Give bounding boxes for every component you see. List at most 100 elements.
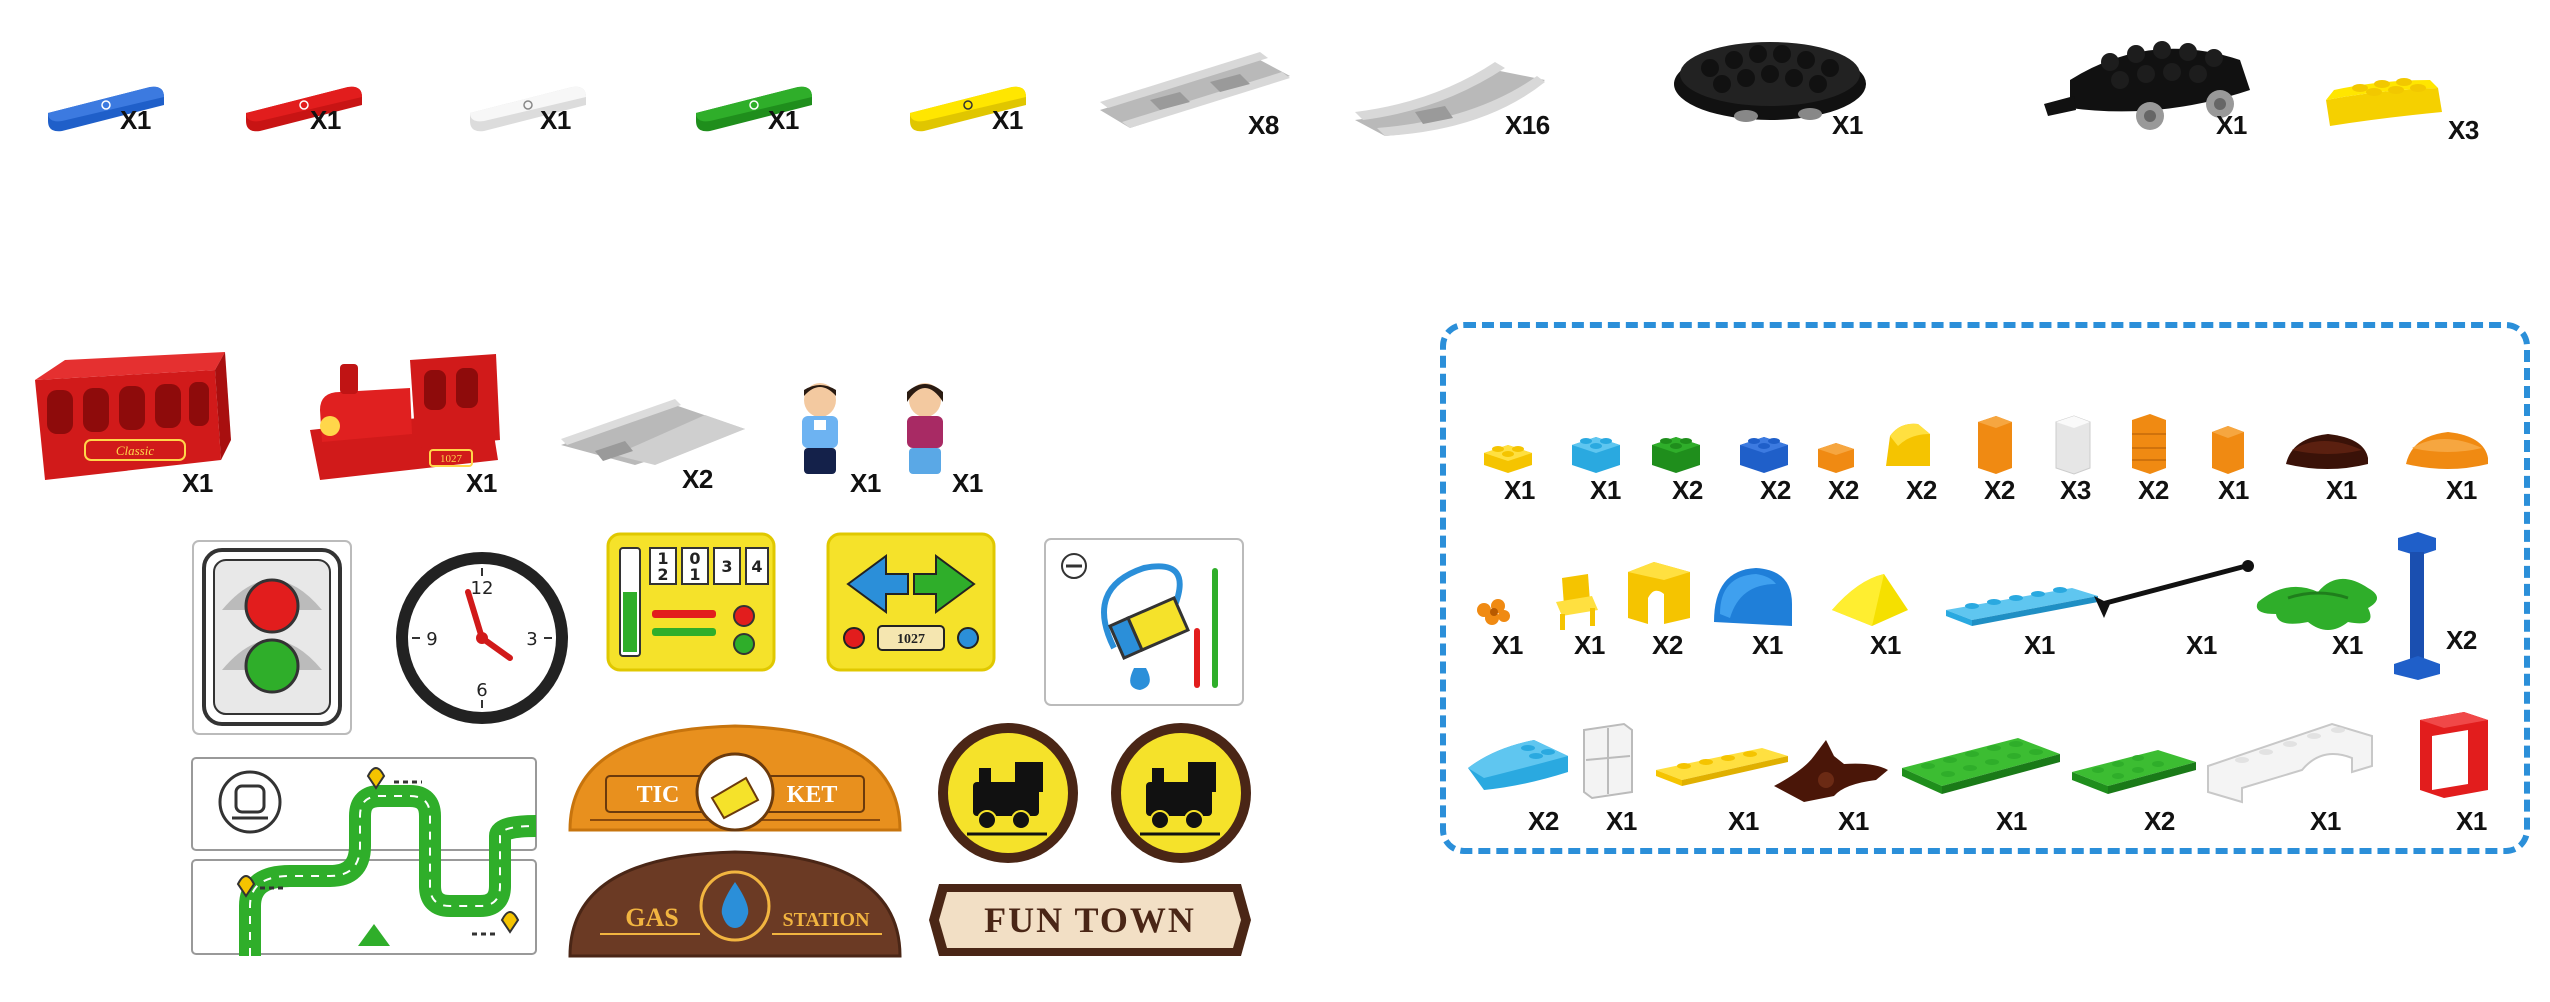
clock-num-9: 9	[426, 629, 437, 650]
brick-b3-qty: X2	[1652, 630, 1683, 660]
yellow-plate-brick	[1656, 748, 1788, 786]
panel-digit-c: 2	[657, 565, 668, 584]
lightblue-curved-slope-brick	[1468, 740, 1568, 790]
black-base-qty: X1	[1832, 110, 1863, 140]
red-passenger-wagon: Classic	[35, 352, 231, 480]
brick-b2-qty: X1	[1574, 630, 1605, 660]
brick-a10-qty: X1	[2218, 475, 2249, 505]
blue-bar-qty: X1	[120, 105, 151, 135]
gas-text: GAS	[625, 903, 678, 932]
clock-num-12: 12	[471, 578, 494, 599]
green-large-plate-brick	[1902, 738, 2060, 794]
brick-c3-qty: X1	[1728, 806, 1759, 836]
boy-figure-qty: X1	[850, 468, 881, 498]
brick-b9-qty: X2	[2446, 625, 2477, 655]
yellow-slope-small-brick	[1886, 423, 1930, 466]
brick-b8-qty: X1	[2332, 630, 2363, 660]
brick-a1-qty: X1	[1504, 475, 1535, 505]
white-bridge-arch-brick	[2207, 722, 2373, 804]
wagon-brand-text: Classic	[116, 443, 155, 458]
ticket-right-text: KET	[787, 782, 838, 808]
arrows-panel-sticker: 1027	[826, 532, 996, 672]
brick-a12-qty: X1	[2446, 475, 2477, 505]
yellow-slope-qty: X3	[2448, 115, 2479, 145]
wheeled-base-qty: X1	[2216, 110, 2247, 140]
loco-number-text: 1027	[440, 453, 463, 465]
curved-track-piece	[1355, 62, 1545, 136]
brick-a7-qty: X2	[1984, 475, 2015, 505]
yellow-chair-brick	[1556, 574, 1598, 630]
green-bar-qty: X1	[768, 105, 799, 135]
panel-digit-b: 0	[689, 549, 700, 568]
red-bar-brick	[246, 86, 362, 132]
brick-c6-qty: X2	[2144, 806, 2175, 836]
ticket-sign-sticker: TIC KET	[568, 724, 902, 832]
panel-digit-d: 1	[689, 565, 700, 584]
brick-c7-qty: X1	[2310, 806, 2341, 836]
orange-medium-brick	[2212, 426, 2244, 474]
route-map-sticker	[191, 757, 537, 956]
ticket-left-text: TIC	[637, 782, 680, 808]
fun-town-sign-sticker: FUN TOWN	[929, 884, 1251, 956]
orange-arch-brick	[2406, 432, 2488, 469]
black-wheeled-base	[2044, 41, 2250, 130]
brick-b6-qty: X1	[2024, 630, 2055, 660]
curved-track-qty: X16	[1505, 110, 1550, 140]
orange-tall-brick	[1978, 416, 2012, 474]
brick-b5-qty: X1	[1870, 630, 1901, 660]
green-medium-plate-brick	[2072, 750, 2196, 794]
brick-a6-qty: X2	[1906, 475, 1937, 505]
train-badge-sticker-2	[1111, 723, 1251, 863]
lightblue-plate-brick	[1946, 587, 2098, 626]
bricks-group-box	[1440, 322, 2530, 854]
black-train-base	[1674, 42, 1866, 122]
green-bar-brick	[696, 86, 812, 132]
fuel-pump-sticker	[1044, 538, 1244, 706]
station-text: STATION	[782, 909, 870, 931]
white-window-brick	[1583, 722, 1633, 800]
clock-num-3: 3	[526, 629, 537, 650]
orange-flower-brick	[1477, 599, 1510, 625]
clock-num-6: 6	[476, 680, 487, 701]
yellow-wedge-brick	[1832, 574, 1908, 626]
brick-c2-qty: X1	[1606, 806, 1637, 836]
panel-plate-text: 1027	[897, 632, 925, 647]
control-panel-sticker: 1 0 2 1 3 4	[606, 532, 776, 672]
blue-dome-brick	[1714, 568, 1792, 626]
girl-figure-qty: X1	[952, 468, 983, 498]
blue-2x2-brick	[1740, 437, 1788, 473]
yellow-2x2-brick	[1484, 445, 1532, 473]
lightblue-2x2-brick	[1572, 437, 1620, 473]
panel-digit-a: 1	[657, 549, 668, 568]
white-bar-qty: X1	[540, 105, 571, 135]
brick-b7-qty: X1	[2186, 630, 2217, 660]
brick-a11-qty: X1	[2326, 475, 2357, 505]
gas-station-sign-sticker: GAS STATION	[568, 850, 902, 958]
girl-figure	[907, 383, 943, 474]
brick-b4-qty: X1	[1752, 630, 1783, 660]
blue-bar-brick	[48, 86, 164, 132]
brick-c4-qty: X1	[1838, 806, 1869, 836]
brick-a8-qty: X3	[2060, 475, 2091, 505]
panel-digit-e: 3	[721, 557, 732, 576]
traffic-light-sticker	[192, 540, 352, 735]
white-bar-brick	[470, 86, 586, 132]
brick-a4-qty: X2	[1760, 475, 1791, 505]
darkbrown-arch-brick	[2286, 434, 2368, 469]
yellow-bar-qty: X1	[992, 105, 1023, 135]
brick-a2-qty: X1	[1590, 475, 1621, 505]
panel-digit-f: 4	[751, 557, 762, 576]
yellow-slope-brick	[2326, 78, 2442, 126]
straight-track-piece	[1100, 52, 1290, 128]
green-tree-leaves-piece	[2256, 578, 2377, 630]
clock-sticker: 12 3 6 9	[396, 552, 568, 724]
switch-track-qty: X2	[682, 464, 713, 494]
brick-a5-qty: X2	[1828, 475, 1859, 505]
red-locomotive: 1027	[310, 354, 500, 480]
blue-column-brick	[2394, 532, 2440, 680]
straight-track-qty: X8	[1248, 110, 1279, 140]
red-bar-qty: X1	[310, 105, 341, 135]
white-tall-brick	[2055, 415, 2091, 475]
orange-wall-brick	[2132, 414, 2166, 474]
switch-track-piece	[561, 399, 745, 465]
